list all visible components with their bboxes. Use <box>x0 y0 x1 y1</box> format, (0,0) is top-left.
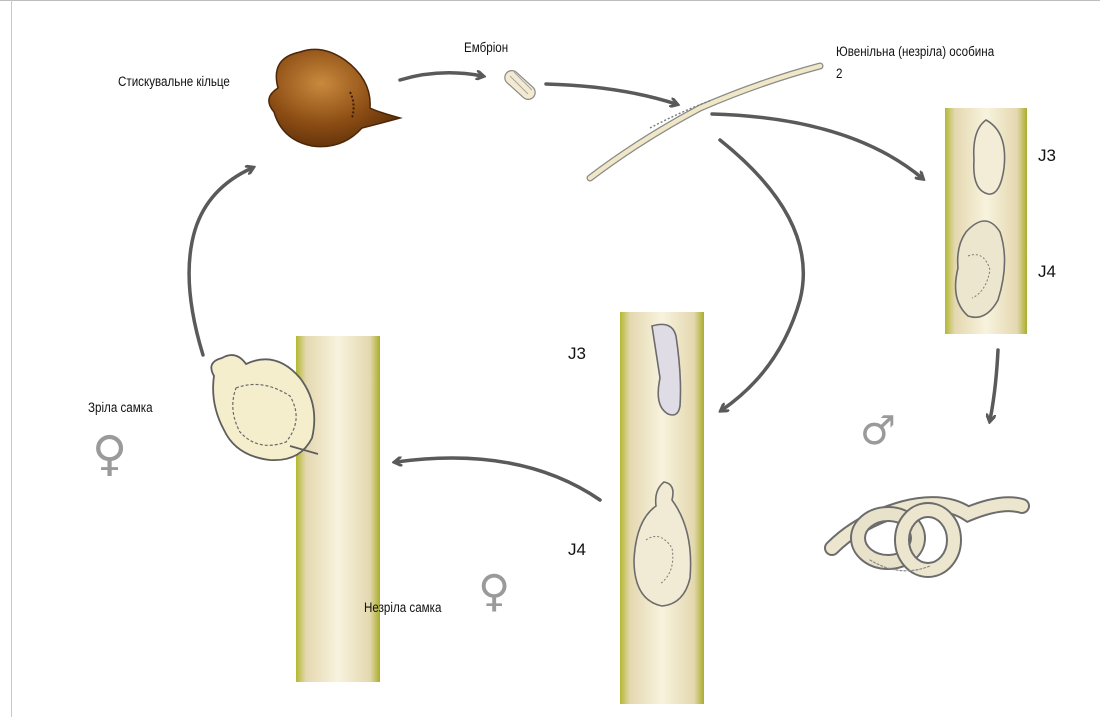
stage-label-middle-j4: J4 <box>568 540 586 560</box>
female-symbol-immature-icon: ♀ <box>478 566 510 617</box>
arrow-middle-root-to-mature-female <box>396 458 600 500</box>
left-root-segment <box>211 336 380 682</box>
arrow-mature-female-to-cyst <box>189 168 252 355</box>
female-symbol-icon: ♀ <box>92 426 127 482</box>
cyst-illustration <box>269 49 400 146</box>
immature-female-label: Незріла самка <box>364 600 441 615</box>
cyst-label: Стискувальне кільце <box>118 74 230 89</box>
embryo-label: Ембріон <box>464 40 508 55</box>
stage-label-middle-j3: J3 <box>568 344 586 364</box>
male-worm-illustration <box>832 504 1022 571</box>
mature-female-label: Зріла самка <box>88 400 153 415</box>
juvenile-label-line2: 2 <box>836 66 842 81</box>
male-symbol-icon: ♂ <box>860 408 896 454</box>
stage-label-right-j4: J4 <box>1038 262 1056 282</box>
middle-root-segment <box>620 312 704 704</box>
juvenile-label-line1: Ювенільна (незріла) особина <box>836 44 994 59</box>
right-root-segment <box>945 108 1027 334</box>
arrow-cyst-to-embryo <box>400 73 482 80</box>
arrow-right-root-to-male <box>990 350 998 420</box>
arrow-embryo-to-juvenile <box>546 84 676 104</box>
arrow-juvenile-to-middle-root <box>720 140 803 410</box>
embryo-illustration <box>502 68 538 102</box>
arrow-juvenile-to-right-root <box>712 114 922 178</box>
stage-label-right-j3: J3 <box>1038 146 1056 166</box>
